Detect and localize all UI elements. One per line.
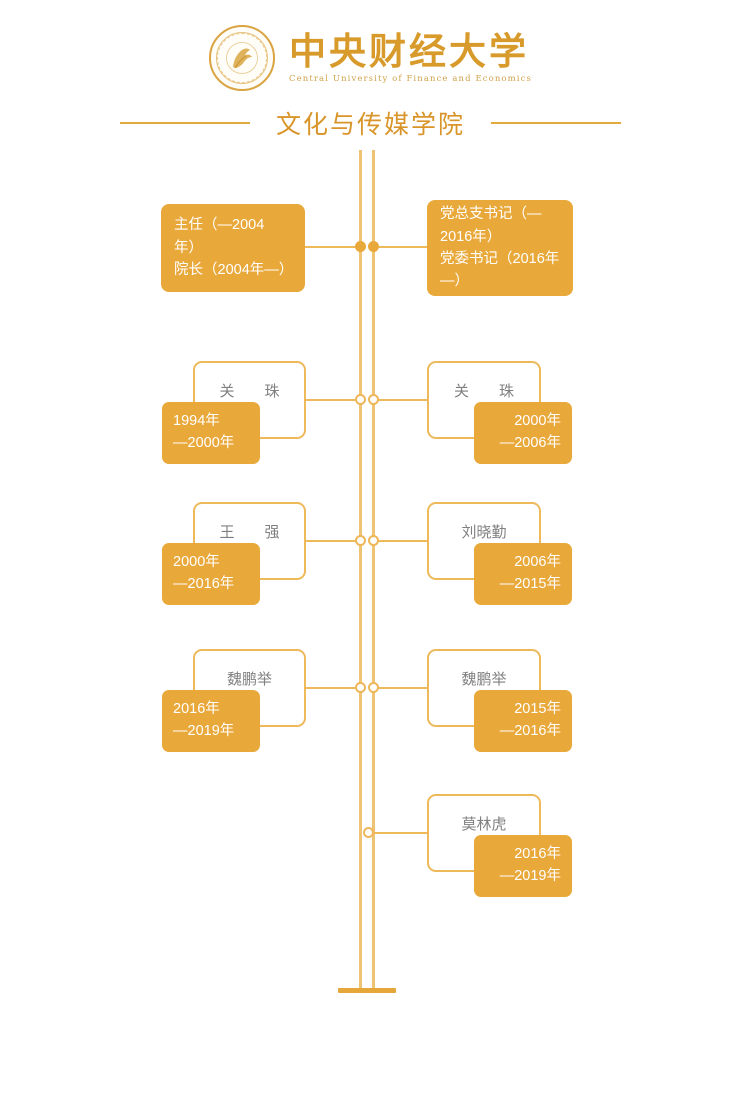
university-seal-icon [209, 25, 276, 91]
connector-row2-left [305, 540, 361, 542]
role-box-director: 主任（—2004年） 院长（2004年—） [161, 204, 305, 292]
person-name: 莫林虎 [461, 816, 507, 833]
section-title-row: 文化与传媒学院 [0, 104, 741, 142]
connector-row1-left [305, 399, 361, 401]
term-badge-row3-right: 2015年 —2016年 [474, 690, 572, 752]
timeline-base-bar [338, 988, 396, 993]
term-badge-row2-right: 2006年 —2015年 [474, 543, 572, 605]
title-rule-right [491, 122, 621, 124]
connector-head-right [374, 246, 429, 248]
university-name-cn: 中央财经大学 [289, 29, 530, 74]
role-box-party-secretary-label: 党总支书记（—2016年） 党委书记（2016年—） [440, 206, 560, 290]
page-title: 文化与传媒学院 [275, 110, 465, 139]
title-rule-left [119, 122, 250, 124]
person-name: 王 强 [219, 524, 280, 541]
role-box-director-label: 主任（—2004年） 院长（2004年—） [174, 217, 294, 279]
node-dot-row2-right [368, 535, 379, 546]
term-badge-row2-left: 2000年 —2016年 [162, 543, 260, 605]
node-dot-head-right [368, 241, 379, 252]
connector-row3-left [305, 687, 361, 689]
term-badge-row1-right: 2000年 —2006年 [474, 402, 572, 464]
node-dot-row1-left [355, 394, 366, 405]
connector-row3-right [374, 687, 429, 689]
university-wordmark: 中央财经大学 Central University of Finance and… [289, 32, 532, 84]
term-badge-row1-left: 1994年 —2000年 [162, 402, 260, 464]
person-name: 关 珠 [219, 383, 280, 400]
connector-row2-right [374, 540, 429, 542]
term-badge-row3-left: 2016年 —2019年 [162, 690, 260, 752]
person-name: 刘晓勤 [461, 524, 507, 541]
university-name-en: Central University of Finance and Econom… [289, 73, 532, 84]
connector-head-left [305, 246, 361, 248]
node-dot-row3-left [355, 682, 366, 693]
node-dot-row4-right [363, 827, 374, 838]
node-dot-head-left [355, 241, 366, 252]
node-dot-row3-right [368, 682, 379, 693]
timeline-rail-right [372, 150, 375, 991]
person-name: 魏鹏举 [461, 671, 507, 688]
term-badge-row4-right: 2016年 —2019年 [474, 835, 572, 897]
timeline-rail-left [359, 150, 362, 991]
seal-ring [217, 33, 268, 83]
seal-emblem-icon [226, 42, 258, 74]
person-name: 关 珠 [453, 383, 514, 400]
node-dot-row2-left [355, 535, 366, 546]
connector-row1-right [374, 399, 429, 401]
node-dot-row1-right [368, 394, 379, 405]
role-box-party-secretary: 党总支书记（—2016年） 党委书记（2016年—） [427, 200, 573, 296]
connector-row4-right [374, 832, 429, 834]
university-logo: 中央财经大学 Central University of Finance and… [0, 22, 741, 94]
person-name: 魏鹏举 [226, 671, 272, 688]
